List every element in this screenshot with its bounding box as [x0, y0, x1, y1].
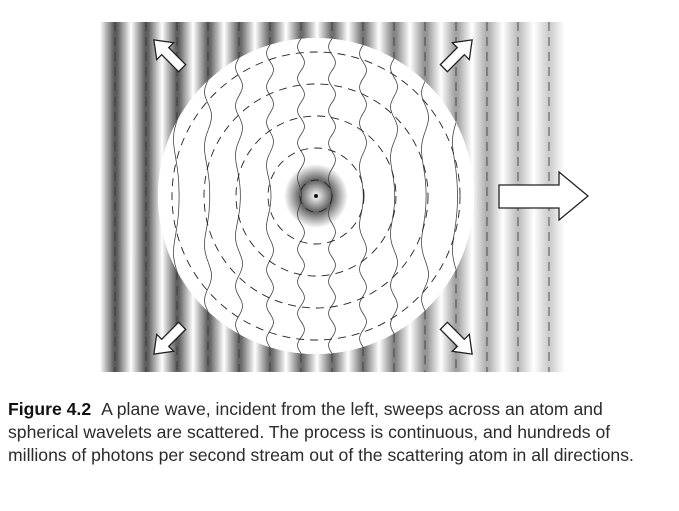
wavelet-crest-ring — [171, 51, 461, 341]
wavefront-line — [390, 38, 398, 354]
caption-text: A plane wave, incident from the left, sw… — [8, 399, 634, 465]
wavefront-line — [204, 38, 212, 354]
plane-wavefront-lines — [114, 22, 550, 372]
arrow-up-right-icon — [439, 39, 473, 73]
wavefront-line — [421, 38, 429, 354]
wavelet-crest-lines — [171, 51, 461, 341]
scattered-wavelets — [158, 38, 474, 354]
wavelet-crest-ring — [235, 115, 397, 277]
wavefront-line — [266, 38, 274, 354]
wavefront-line — [297, 38, 305, 354]
figure-label: Figure 4.2 — [8, 399, 92, 419]
wavelet-crest-ring — [203, 83, 429, 309]
wavelet-crest-ring — [267, 147, 365, 245]
scattering-figure — [100, 22, 590, 372]
wavefront-line — [359, 38, 367, 354]
wavelet-crest-ring — [299, 179, 333, 213]
atom — [314, 194, 318, 198]
arrow-right-icon — [498, 170, 590, 222]
arrow-up-left-icon — [153, 39, 187, 73]
wavefront-line — [235, 38, 243, 354]
arrow-down-right-icon — [439, 321, 473, 355]
arrow-down-left-icon — [153, 321, 187, 355]
